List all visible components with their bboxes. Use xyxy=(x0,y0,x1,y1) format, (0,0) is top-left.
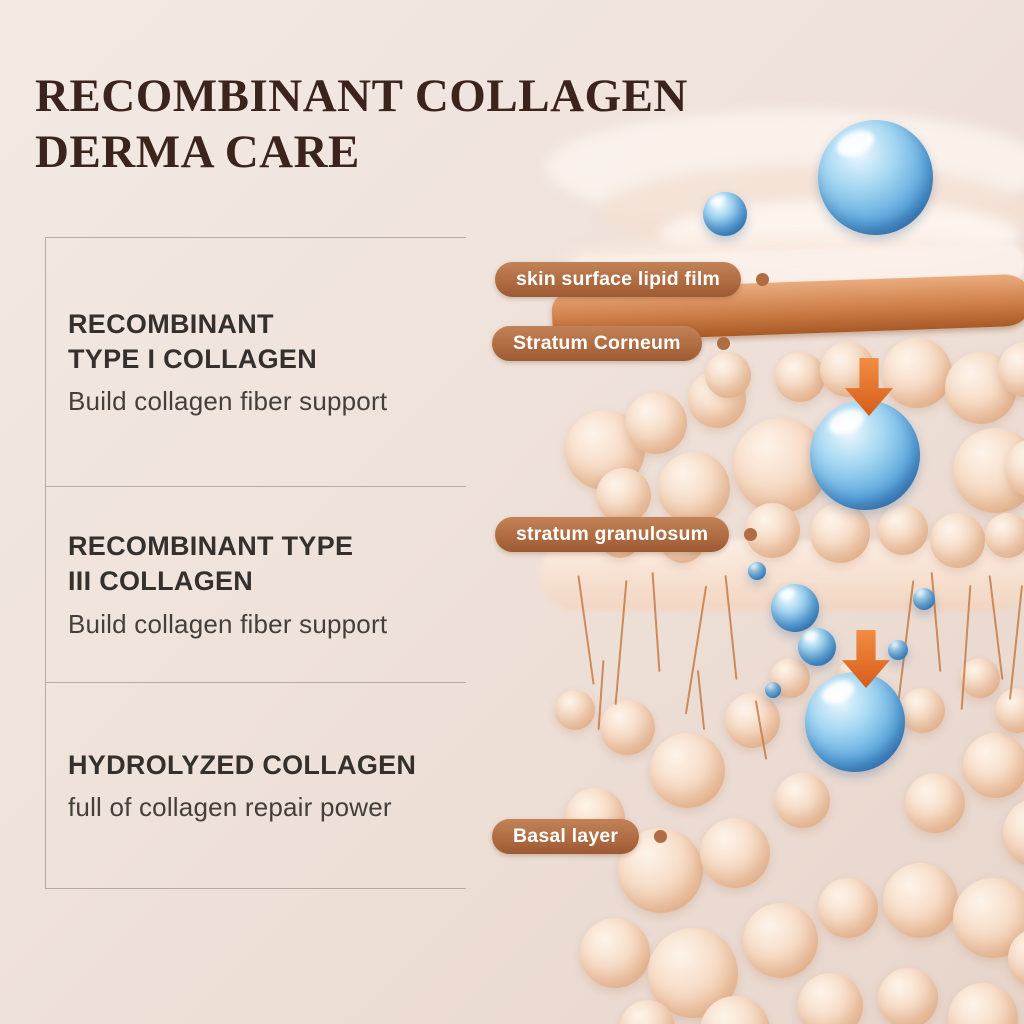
collagen-cell-sphere xyxy=(878,505,928,555)
collagen-cell-sphere xyxy=(900,688,945,733)
essence-droplet-sphere xyxy=(810,400,920,510)
collagen-cell-sphere xyxy=(775,352,825,402)
essence-droplet-sphere xyxy=(771,584,819,632)
collagen-cell-sphere xyxy=(930,513,985,568)
section-hydrolyzed-collagen: HYDROLYZED COLLAGEN full of collagen rep… xyxy=(46,682,466,888)
collagen-cell-sphere xyxy=(878,968,938,1024)
collagen-cell-sphere xyxy=(1005,438,1024,498)
collagen-cell-sphere xyxy=(580,918,650,988)
section-description: Build collagen fiber support xyxy=(68,386,388,417)
label-dot-icon xyxy=(654,830,668,843)
layer-label-pill: stratum granulosum xyxy=(495,517,730,552)
essence-droplet-sphere xyxy=(748,562,766,580)
layer-label-pill: Stratum Corneum xyxy=(492,326,702,361)
collagen-cell-sphere xyxy=(818,878,878,938)
layer-label-lipid-film: skin surface lipid film xyxy=(495,262,769,297)
collagen-cell-sphere xyxy=(705,352,751,398)
layer-label-stratum-corneum: Stratum Corneum xyxy=(492,326,730,361)
label-dot-icon xyxy=(756,273,769,286)
collagen-cell-sphere xyxy=(600,700,655,755)
collagen-cell-sphere xyxy=(960,658,1000,698)
section-type-iii-collagen: RECOMBINANT TYPE III COLLAGEN Build coll… xyxy=(46,486,466,682)
collagen-types-frame: RECOMBINANT TYPE I COLLAGEN Build collag… xyxy=(45,237,466,889)
section-description: full of collagen repair power xyxy=(68,792,392,823)
section-heading: RECOMBINANT TYPE III COLLAGEN xyxy=(68,531,354,596)
collagen-cell-sphere xyxy=(883,863,958,938)
collagen-cell-sphere xyxy=(963,733,1024,798)
collagen-cell-sphere xyxy=(555,690,595,730)
collagen-cell-sphere xyxy=(658,452,730,524)
essence-droplet-sphere xyxy=(798,628,836,666)
collagen-cell-sphere xyxy=(743,903,818,978)
collagen-cell-sphere xyxy=(700,818,770,888)
collagen-cell-sphere xyxy=(905,773,965,833)
essence-droplet-sphere xyxy=(888,640,908,660)
collagen-cell-sphere xyxy=(798,973,863,1024)
essence-droplet-sphere xyxy=(805,672,905,772)
label-dot-icon xyxy=(744,528,758,541)
page-title: RECOMBINANT COLLAGEN DERMA CARE xyxy=(35,70,688,178)
collagen-cell-sphere xyxy=(725,693,780,748)
collagen-cell-sphere xyxy=(650,733,725,808)
essence-droplet-sphere xyxy=(765,682,781,698)
section-heading: HYDROLYZED COLLAGEN xyxy=(68,749,417,780)
collagen-cell-sphere xyxy=(810,503,870,563)
collagen-cell-sphere xyxy=(948,983,1018,1024)
label-dot-icon xyxy=(716,337,730,350)
essence-droplet-sphere xyxy=(703,192,747,236)
collagen-fiber xyxy=(696,670,706,730)
section-description: Build collagen fiber support xyxy=(68,608,388,639)
collagen-cell-sphere xyxy=(625,392,687,454)
layer-label-pill: skin surface lipid film xyxy=(495,262,741,297)
essence-droplet-sphere xyxy=(818,120,933,235)
essence-droplet-sphere xyxy=(913,588,935,610)
section-type-i-collagen: RECOMBINANT TYPE I COLLAGEN Build collag… xyxy=(46,237,466,486)
collagen-cell-sphere xyxy=(882,338,952,408)
collagen-cell-sphere xyxy=(985,513,1024,558)
layer-label-basal-layer: Basal layer xyxy=(492,819,668,854)
section-heading: RECOMBINANT TYPE I COLLAGEN xyxy=(68,308,318,374)
collagen-cell-sphere xyxy=(1003,798,1024,868)
collagen-cell-sphere xyxy=(596,468,651,523)
collagen-cell-sphere xyxy=(1008,928,1024,988)
layer-label-stratum-granulosum: stratum granulosum xyxy=(495,517,758,552)
layer-label-pill: Basal layer xyxy=(492,819,640,854)
collagen-cell-sphere xyxy=(775,773,830,828)
